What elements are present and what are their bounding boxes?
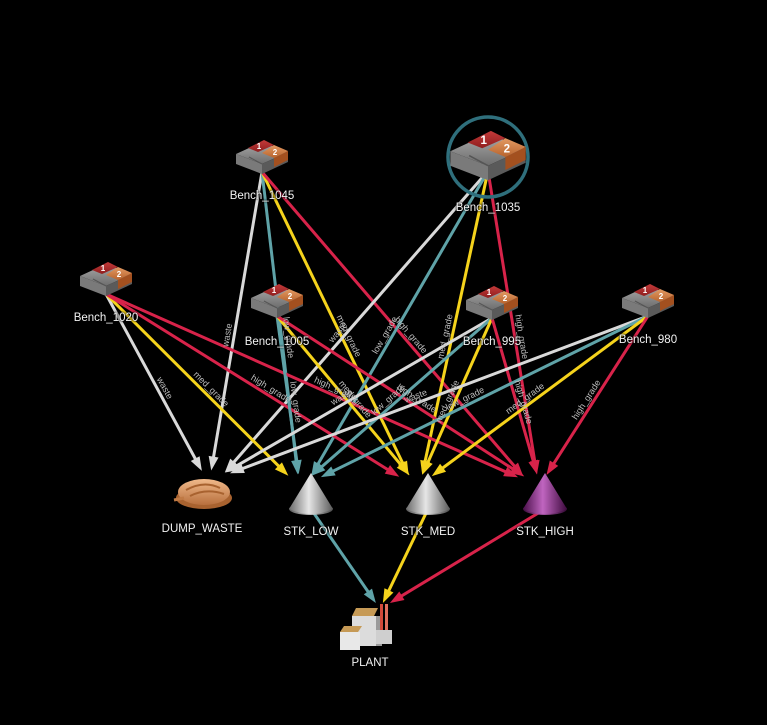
arrowhead-icon <box>311 462 326 476</box>
svg-text:1: 1 <box>101 264 106 273</box>
node-STK_HIGH-icon[interactable] <box>523 473 567 515</box>
node-label-Bench_1020[interactable]: Bench_1020 <box>73 312 139 324</box>
edge-Bench_1035-to-STK_MED[interactable] <box>422 170 490 466</box>
arrowhead-icon <box>291 459 302 475</box>
edge-Bench_995-to-STK_MED[interactable] <box>425 317 494 467</box>
svg-text:2: 2 <box>659 292 664 301</box>
svg-text:1: 1 <box>480 134 487 147</box>
arrowhead-icon <box>389 591 405 603</box>
node-label-STK_LOW[interactable]: STK_LOW <box>283 526 339 538</box>
svg-text:2: 2 <box>504 143 510 156</box>
edge-label: low_grade <box>281 316 296 358</box>
arrowhead-icon <box>422 459 433 475</box>
arrowhead-icon <box>546 460 559 475</box>
svg-text:1: 1 <box>487 288 492 297</box>
edge-Bench_1005-to-STK_LOW[interactable] <box>275 315 299 465</box>
node-Bench_1005-icon[interactable]: 1 2 <box>251 284 303 318</box>
arrowhead-icon <box>431 463 447 477</box>
edge-Bench_980-to-DUMP_WASTE[interactable] <box>238 314 649 472</box>
arrowhead-icon <box>396 461 410 476</box>
arrowhead-icon <box>274 462 289 476</box>
edge-Bench_980-to-STK_LOW[interactable] <box>329 314 649 475</box>
arrowhead-icon <box>509 464 525 477</box>
svg-text:2: 2 <box>288 292 293 301</box>
edge-Bench_1045-to-DUMP_WASTE[interactable] <box>211 171 264 461</box>
node-Bench_1035-icon[interactable]: 1 2 <box>450 130 526 181</box>
edge-Bench_1020-to-DUMP_WASTE[interactable] <box>104 293 199 463</box>
edge-Bench_1035-to-STK_HIGH[interactable] <box>486 170 537 465</box>
node-label-Bench_1045[interactable]: Bench_1045 <box>229 190 295 202</box>
edge-Bench_980-to-STK_HIGH[interactable] <box>550 315 650 468</box>
node-label-Bench_995[interactable]: Bench_995 <box>462 336 522 348</box>
node-Bench_1045-icon[interactable]: 1 2 <box>236 140 288 174</box>
svg-text:2: 2 <box>503 294 508 303</box>
node-label-Bench_980[interactable]: Bench_980 <box>618 334 678 346</box>
node-label-STK_MED[interactable]: STK_MED <box>400 526 456 538</box>
svg-text:1: 1 <box>257 142 262 151</box>
arrowhead-icon <box>190 456 202 471</box>
edge-Bench_1020-to-STK_HIGH[interactable] <box>105 292 510 475</box>
node-STK_MED-icon[interactable] <box>406 473 450 515</box>
edge-Bench_1035-to-DUMP_WASTE[interactable] <box>230 170 490 466</box>
edge-Bench_995-to-STK_LOW[interactable] <box>318 316 493 471</box>
node-label-Bench_1035[interactable]: Bench_1035 <box>455 202 521 214</box>
edge-STK_LOW-to-PLANT[interactable] <box>309 508 372 596</box>
edge-STK_MED-to-PLANT[interactable] <box>385 508 430 595</box>
edge-label: waste <box>220 323 234 349</box>
svg-text:2: 2 <box>273 148 278 157</box>
arrowhead-icon <box>363 588 376 603</box>
arrowhead-icon <box>382 588 394 603</box>
arrowhead-icon <box>320 466 336 478</box>
node-Bench_1020-icon[interactable]: 1 2 <box>80 262 132 296</box>
arrowhead-icon <box>384 465 400 477</box>
node-STK_LOW-icon[interactable] <box>289 473 333 515</box>
edge-Bench_1020-to-STK_LOW[interactable] <box>104 292 283 470</box>
edge-Bench_1005-to-STK_MED[interactable] <box>275 315 405 469</box>
arrowhead-icon <box>230 463 245 474</box>
edge-Bench_1035-to-STK_LOW[interactable] <box>314 170 490 468</box>
edge-STK_HIGH-to-PLANT[interactable] <box>397 507 546 600</box>
edge-Bench_1020-to-STK_MED[interactable] <box>105 292 392 473</box>
node-label-Bench_1005[interactable]: Bench_1005 <box>244 336 310 348</box>
svg-text:1: 1 <box>643 286 648 295</box>
node-label-DUMP_WASTE[interactable]: DUMP_WASTE <box>161 523 243 535</box>
edge-Bench_995-to-STK_HIGH[interactable] <box>490 317 536 466</box>
edge-Bench_1045-to-STK_HIGH[interactable] <box>260 171 518 470</box>
node-DUMP_WASTE-icon[interactable] <box>173 479 232 509</box>
arrowhead-icon <box>208 455 219 471</box>
svg-text:2: 2 <box>117 270 122 279</box>
edges-layer <box>104 170 650 603</box>
nodes-layer: 1 2 1 2 1 2 1 2 1 2 <box>80 115 674 650</box>
edge-Bench_995-to-DUMP_WASTE[interactable] <box>232 316 493 469</box>
node-Bench_995-icon[interactable]: 1 2 <box>466 286 518 320</box>
node-label-STK_HIGH[interactable]: STK_HIGH <box>516 526 574 538</box>
node-PLANT-icon[interactable] <box>340 604 392 650</box>
arrowhead-icon <box>528 459 539 475</box>
svg-text:1: 1 <box>272 286 277 295</box>
selection-ring <box>446 115 530 199</box>
node-label-PLANT[interactable]: PLANT <box>351 657 389 669</box>
edge-Bench_980-to-STK_MED[interactable] <box>438 314 649 472</box>
node-Bench_980-icon[interactable]: 1 2 <box>622 284 674 318</box>
